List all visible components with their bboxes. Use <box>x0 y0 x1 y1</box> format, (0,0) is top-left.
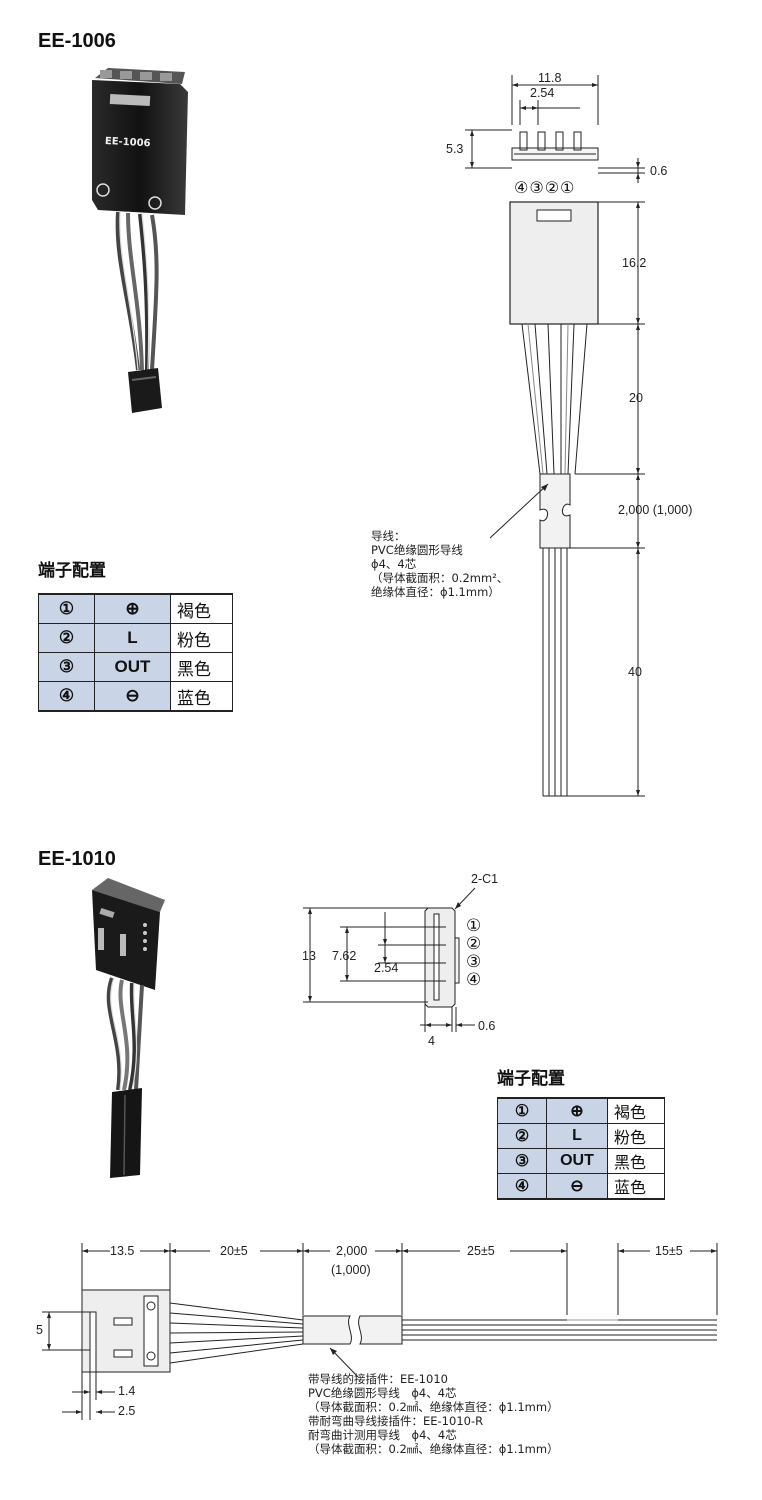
dim-chamfer: 2-C1 <box>471 872 499 886</box>
dim-2-54: 2.54 <box>374 961 399 975</box>
dim-13-5: 13.5 <box>110 1244 135 1258</box>
pin-label-3: ③ <box>466 952 482 972</box>
dim-body-length: 16.2 <box>622 256 647 270</box>
pin-label-2: ② <box>466 934 482 954</box>
table-row: ④ ⊖ 蓝色 <box>38 681 233 712</box>
model-title-ee1010: EE-1010 <box>38 848 116 870</box>
ee1006-wire-note: 导线： PVC绝缘圆形导线 ϕ4、4芯 （导体截面积：0.2mm²、 绝缘体直径… <box>371 529 509 599</box>
table-row: ③ OUT 黑色 <box>38 652 233 682</box>
dim-4: 4 <box>428 1034 435 1048</box>
dim-7-62: 7.62 <box>332 949 357 963</box>
table-row: ④ ⊖ 蓝色 <box>497 1173 665 1200</box>
dim-0-6: 0.6 <box>478 1019 496 1033</box>
pin-circle-1: ① <box>560 178 576 197</box>
table-row: ② L 粉色 <box>38 623 233 653</box>
pin-circle-4: ④ <box>514 178 530 197</box>
dim-height: 5.3 <box>446 142 464 156</box>
ee1010-terminal-title: 端子配置 <box>497 1069 565 1089</box>
ee1010-pin-labels: ① ② ③ ④ <box>466 917 481 989</box>
ee1006-pin-numbers: ④③②① <box>514 178 575 197</box>
pin-label-4: ④ <box>466 970 482 990</box>
pin-label-1: ① <box>466 916 482 936</box>
dim-wire-section: 20 <box>629 391 643 405</box>
ee1010-wire-note: 带导线的接插件：EE-1010 PVC绝缘圆形导线 ϕ4、4芯 （导体截面积：0… <box>308 1372 559 1456</box>
dim-20: 20±5 <box>220 1244 248 1258</box>
dim-pitch: 2.54 <box>530 86 555 100</box>
ee1006-terminal-table: ① ⊕ 褐色 ② L 粉色 ③ OUT 黑色 ④ ⊖ 蓝色 <box>38 593 233 712</box>
dim-width: 11.8 <box>538 71 562 85</box>
dim-thickness: 0.6 <box>650 164 668 178</box>
ee1006-marking: EE-1006 <box>105 136 151 149</box>
model-title-ee1006: EE-1006 <box>38 30 116 52</box>
dim-cable-length: 2,000 (1,000) <box>618 503 693 517</box>
dim-13: 13 <box>302 949 316 963</box>
dim-15: 15±5 <box>655 1244 683 1258</box>
dim-1-4: 1.4 <box>118 1384 136 1398</box>
ee1006-terminal-title: 端子配置 <box>38 561 106 581</box>
dim-lead-length: 40 <box>628 665 642 679</box>
table-row: ② L 粉色 <box>497 1123 665 1149</box>
dim-1000: (1,000) <box>331 1263 371 1277</box>
dim-2-5: 2.5 <box>118 1404 136 1418</box>
pin-circle-2: ② <box>544 178 561 197</box>
ee1010-terminal-table: ① ⊕ 褐色 ② L 粉色 ③ OUT 黑色 ④ ⊖ 蓝色 <box>497 1097 665 1200</box>
dim-2000: 2,000 <box>336 1244 368 1258</box>
table-row: ③ OUT 黑色 <box>497 1148 665 1174</box>
dim-25: 25±5 <box>467 1244 495 1258</box>
table-row: ① ⊕ 褐色 <box>38 593 233 624</box>
dim-5: 5 <box>36 1323 43 1337</box>
pin-circle-3: ③ <box>529 178 545 197</box>
